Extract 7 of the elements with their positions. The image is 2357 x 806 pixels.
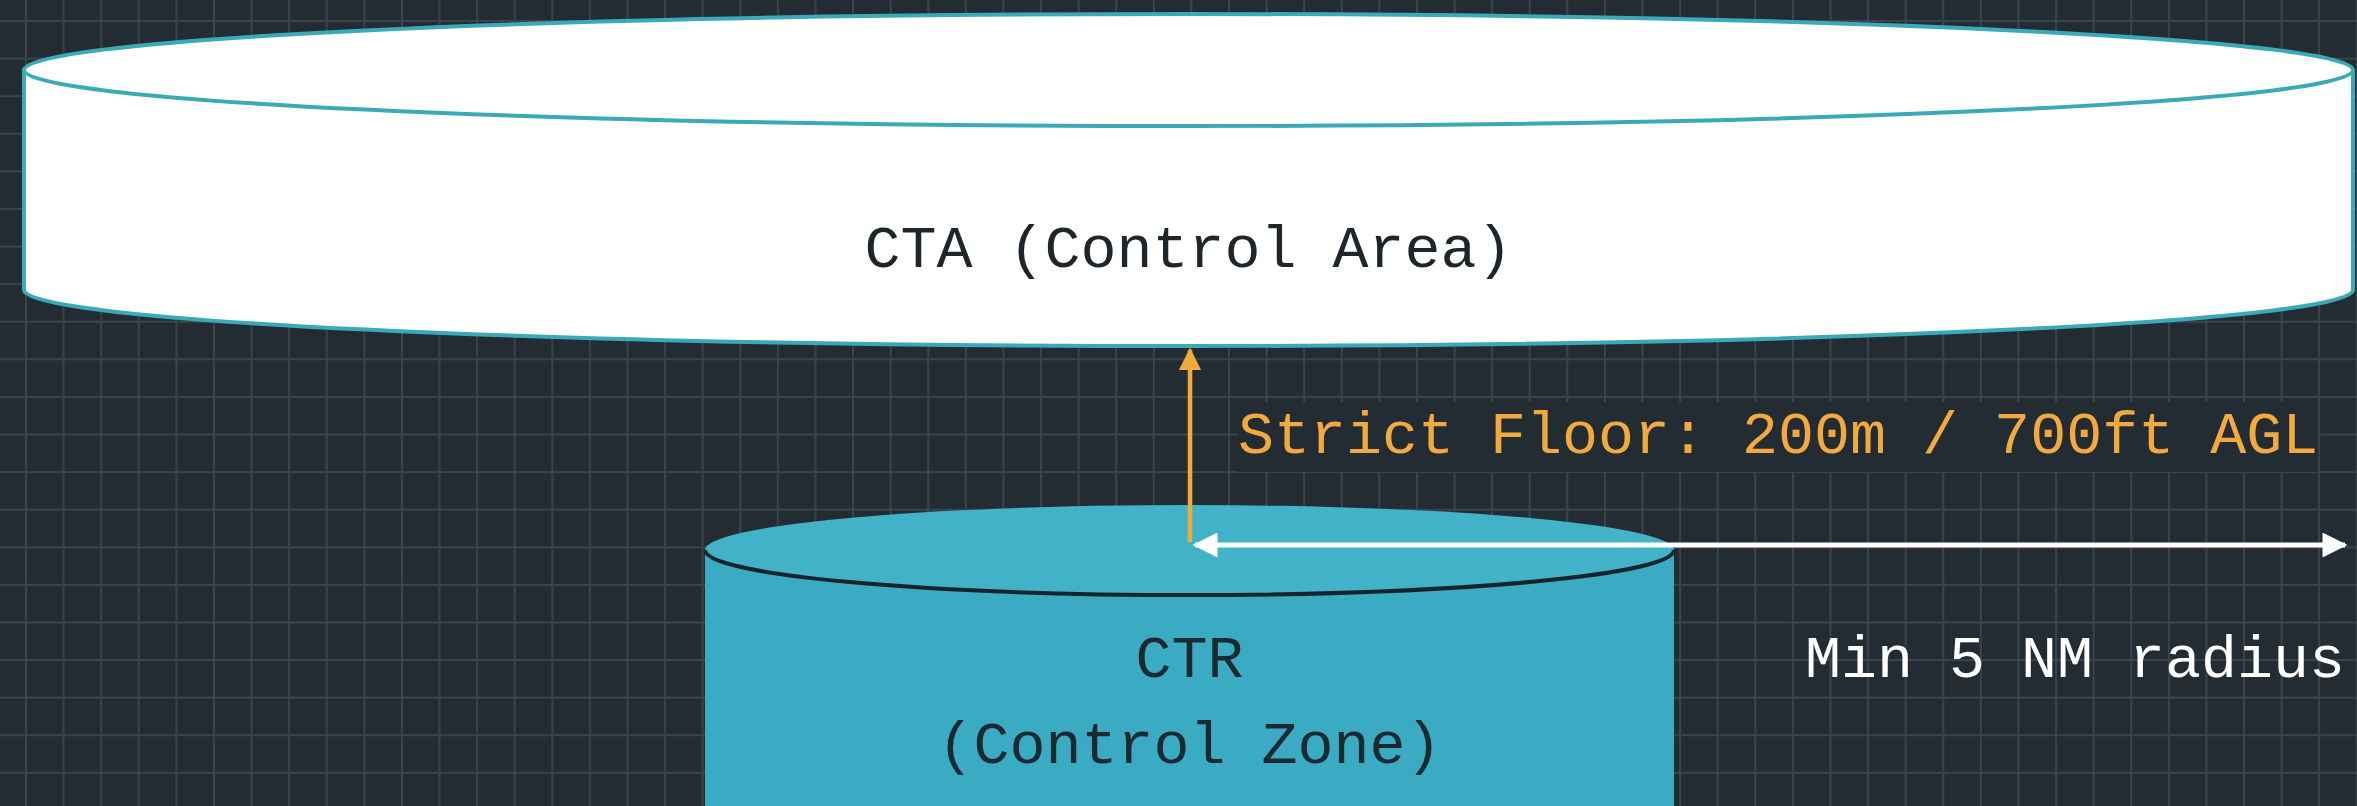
edge-label: Strict Floor: 200m / 700ft AGL (1238, 402, 2319, 472)
zone-label: CTA (Control Area) (863, 216, 1514, 287)
arrow (1178, 347, 1202, 542)
control-zone-cylinder (703, 503, 1676, 806)
radius-label: Min 5 NM radius (1804, 626, 2345, 696)
control-area-cylinder (22, 12, 2355, 348)
zone-label: CTR (Control Zone) (936, 626, 1443, 783)
